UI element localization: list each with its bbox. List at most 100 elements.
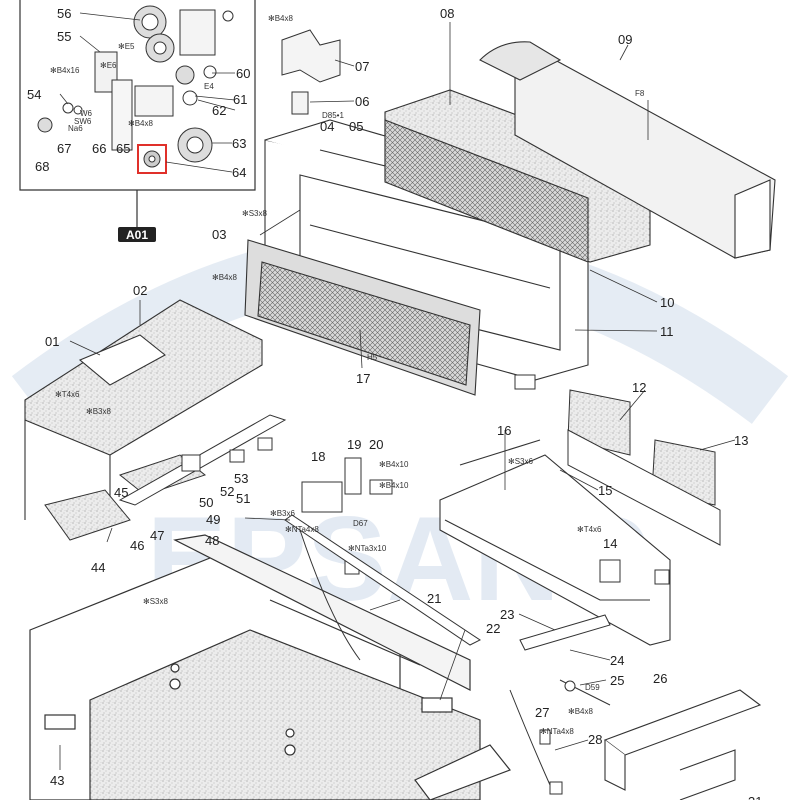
- label-11[interactable]: 11: [660, 324, 674, 339]
- label-17[interactable]: 17: [356, 371, 370, 386]
- svg-text:SW6: SW6: [74, 117, 92, 126]
- svg-text:W6: W6: [80, 109, 93, 118]
- label-56[interactable]: 56: [57, 6, 71, 21]
- leader-lines: [59, 12, 736, 770]
- label-02[interactable]: 02: [133, 283, 147, 298]
- svg-text:✻E6: ✻E6: [100, 61, 117, 70]
- label-65[interactable]: 65: [116, 141, 130, 156]
- svg-text:✻NTa4x8: ✻NTa4x8: [285, 525, 319, 534]
- svg-text:✻T4x6: ✻T4x6: [577, 525, 602, 534]
- svg-text:✻T4x6: ✻T4x6: [55, 390, 80, 399]
- label-25[interactable]: 25: [610, 673, 624, 688]
- label-10[interactable]: 10: [660, 295, 674, 310]
- label-68[interactable]: 68: [35, 159, 49, 174]
- base-cabinet: [29, 534, 511, 801]
- svg-text:✻E5: ✻E5: [118, 42, 135, 51]
- label-61[interactable]: 61: [233, 92, 247, 107]
- label-03[interactable]: 03: [212, 227, 226, 242]
- label-13[interactable]: 13: [734, 433, 748, 448]
- label-46[interactable]: 46: [130, 538, 144, 553]
- label-15[interactable]: 15: [598, 483, 612, 498]
- label-21[interactable]: 21: [427, 591, 441, 606]
- label-51[interactable]: 51: [236, 491, 250, 506]
- svg-text:✻B4x8: ✻B4x8: [268, 14, 293, 23]
- label-06[interactable]: 06: [355, 94, 369, 109]
- svg-text:✻B4x10: ✻B4x10: [379, 460, 409, 469]
- svg-text:✻S3x8: ✻S3x8: [143, 597, 168, 606]
- svg-text:✻NTa3x10: ✻NTa3x10: [348, 544, 387, 553]
- label-05[interactable]: 05: [349, 119, 363, 134]
- label-53[interactable]: 53: [234, 471, 248, 486]
- label-47[interactable]: 47: [150, 528, 164, 543]
- label-14[interactable]: 14: [603, 536, 617, 551]
- svg-text:F8: F8: [635, 89, 645, 98]
- svg-text:✻B4x8: ✻B4x8: [128, 119, 153, 128]
- label-67[interactable]: 67: [57, 141, 71, 156]
- label-12[interactable]: 12: [632, 380, 646, 395]
- svg-text:✻S3x6: ✻S3x6: [508, 457, 533, 466]
- svg-text:A01: A01: [126, 228, 148, 242]
- inset-detail-box: [19, 0, 256, 228]
- label-44[interactable]: 44: [91, 560, 105, 575]
- svg-text:✻S3x8: ✻S3x8: [242, 209, 267, 218]
- svg-text:H5: H5: [367, 353, 378, 362]
- parts-12-13-filters: [567, 389, 721, 546]
- svg-text:Na6: Na6: [68, 124, 83, 133]
- part-number-labels: 56 55 54 60 61 62 63 64 67 68 66 65 07 0…: [27, 6, 762, 805]
- label-52[interactable]: 52: [220, 484, 234, 499]
- label-24[interactable]: 24: [610, 653, 624, 668]
- inset-gears: [37, 5, 234, 163]
- label-23[interactable]: 23: [500, 607, 514, 622]
- label-64[interactable]: 64: [232, 165, 246, 180]
- svg-text:D85•1: D85•1: [322, 111, 344, 120]
- label-66[interactable]: 66: [92, 141, 106, 156]
- svg-text:D59: D59: [585, 683, 600, 692]
- fastener-annotations: ✻E5 ✻B4x16 ✻E6 W6 SW6 Na6 ✻B4x8 E4 ✻B4x8…: [50, 14, 645, 736]
- label-63[interactable]: 63: [232, 136, 246, 151]
- label-01[interactable]: 01: [45, 334, 59, 349]
- label-49[interactable]: 49: [206, 512, 220, 527]
- label-48[interactable]: 48: [205, 533, 219, 548]
- label-16[interactable]: 16: [497, 423, 511, 438]
- label-45[interactable]: 45: [114, 485, 128, 500]
- label-04[interactable]: 04: [320, 119, 334, 134]
- part-09-duct: [479, 41, 776, 259]
- svg-text:✻B4x10: ✻B4x10: [379, 481, 409, 490]
- label-43[interactable]: 43: [50, 773, 64, 788]
- svg-text:✻B3x8: ✻B3x8: [86, 407, 111, 416]
- small-parts-cluster: [181, 374, 670, 795]
- part-17-mesh-panel: [244, 239, 481, 396]
- svg-text:✻B4x16: ✻B4x16: [50, 66, 80, 75]
- part-07-bracket: [281, 29, 341, 115]
- label-60[interactable]: 60: [236, 66, 250, 81]
- part-16-tray: [439, 439, 671, 646]
- svg-text:✻B4x8: ✻B4x8: [568, 707, 593, 716]
- label-08[interactable]: 08: [440, 6, 454, 21]
- label-26[interactable]: 26: [653, 671, 667, 686]
- label-28[interactable]: 28: [588, 732, 602, 747]
- svg-text:✻B4x8: ✻B4x8: [212, 273, 237, 282]
- label-20[interactable]: 20: [369, 437, 383, 452]
- label-18[interactable]: 18: [311, 449, 325, 464]
- inset-tag: A01: [118, 227, 156, 242]
- label-54[interactable]: 54: [27, 87, 41, 102]
- label-50[interactable]: 50: [199, 495, 213, 510]
- part-26-rail: [603, 689, 762, 801]
- label-62[interactable]: 62: [212, 103, 226, 118]
- label-55[interactable]: 55: [57, 29, 71, 44]
- label-31[interactable]: 31: [748, 794, 762, 805]
- label-27[interactable]: 27: [535, 705, 549, 720]
- label-07[interactable]: 07: [355, 59, 369, 74]
- highlighted-part-64[interactable]: [137, 144, 167, 174]
- label-19[interactable]: 19: [347, 437, 361, 452]
- svg-text:E4: E4: [204, 82, 214, 91]
- svg-text:D67: D67: [353, 519, 368, 528]
- svg-text:✻NTa4x8: ✻NTa4x8: [540, 727, 574, 736]
- part-02-cover: [24, 299, 263, 520]
- label-22[interactable]: 22: [486, 621, 500, 636]
- part-08-filter-box: [384, 89, 651, 263]
- svg-text:✻B3x6: ✻B3x6: [270, 509, 295, 518]
- label-09[interactable]: 09: [618, 32, 632, 47]
